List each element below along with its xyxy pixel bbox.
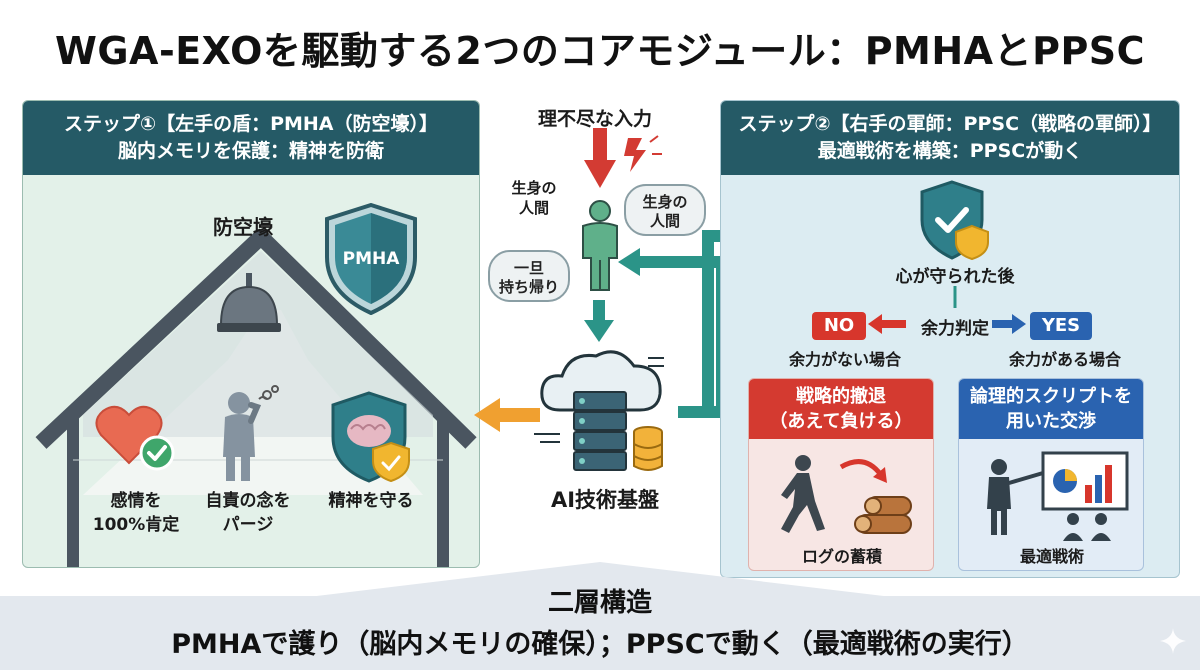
brain-shield-icon — [331, 391, 410, 483]
sparkle-icon — [1160, 628, 1186, 654]
shelter-label: 防空壕 — [213, 215, 273, 239]
person-icon — [582, 200, 618, 291]
item-affirm: 感情を 100%肯定 — [81, 489, 191, 537]
audience-icon — [1063, 513, 1111, 541]
footer-band — [0, 596, 1200, 670]
lightning-icon — [624, 138, 646, 172]
negotiation-title-line1: 論理的スクリプトを — [970, 386, 1132, 407]
item-protect-line1: 精神を守る — [328, 491, 414, 511]
human-label-line2: 人間 — [518, 199, 549, 217]
cloud-server-icon — [534, 350, 664, 471]
footer-peak — [300, 562, 900, 598]
no-caption: 余力がない場合 — [788, 350, 901, 369]
human-label-line1: 生身の — [511, 179, 557, 197]
lamp-icon — [217, 273, 281, 332]
left-panel-pmha: ステップ①【左手の盾：PMHA（防空壕）】 脳内メモリを保護：精神を防衛 PMH… — [22, 100, 480, 568]
judge-branch-arrows — [868, 286, 1026, 334]
heart-check-icon — [95, 405, 175, 471]
item-affirm-line2: 100%肯定 — [92, 515, 180, 535]
item-purge-line1: 自責の念を — [205, 491, 291, 511]
retreat-title-line2: （あえて負ける） — [769, 411, 913, 432]
negotiation-title-line2: 用いた交渉 — [1006, 411, 1096, 432]
logs-icon — [854, 496, 912, 534]
page-title: WGA-EXOを駆動する2つのコアモジュール：PMHAとPPSC — [54, 29, 1146, 73]
right-header-line1: ステップ②【右手の軍師：PPSC（戦略の軍師）】 — [738, 113, 1162, 135]
irrational-input-arrow — [584, 128, 662, 188]
left-panel-header: ステップ①【左手の盾：PMHA（防空壕）】 脳内メモリを保護：精神を防衛 — [23, 101, 479, 175]
yes-badge: YES — [1030, 312, 1092, 340]
footer-heading: 二層構造 — [547, 588, 652, 618]
retreat-title-line1: 戦略的撤退 — [796, 386, 886, 407]
yes-caption: 余力がある場合 — [1008, 350, 1121, 369]
bubble-human: 生身の 人間 — [624, 184, 706, 236]
right-panel-header: ステップ②【右手の軍師：PPSC（戦略の軍師）】 最適戦術を構築：PPSCが動く — [721, 101, 1179, 175]
retreat-card: 戦略的撤退 （あえて負ける） ログの蓄積 — [748, 378, 934, 571]
negotiation-caption: 最適戦術 — [1019, 547, 1084, 566]
item-purge-line2: パージ — [222, 515, 274, 535]
bubble-takehome-line1: 一旦 — [513, 259, 544, 277]
bubble-human-line2: 人間 — [649, 212, 680, 230]
retreat-caption: ログの蓄積 — [801, 547, 882, 566]
protected-shield-icon — [920, 180, 989, 260]
walking-person-icon — [781, 455, 825, 533]
negotiation-card: 論理的スクリプトを 用いた交渉 最適戦術 — [958, 378, 1144, 571]
shield-label: PMHA — [342, 249, 400, 269]
ai-platform-label: AI技術基盤 — [550, 488, 660, 512]
input-label: 理不尽な入力 — [537, 108, 652, 130]
left-header-line1: ステップ①【左手の盾：PMHA（防空壕）】 — [63, 113, 439, 135]
bubble-takehome: 一旦 持ち帰り — [488, 250, 570, 302]
judge-label: 余力判定 — [921, 319, 989, 339]
human-label: 生身の 人間 — [504, 178, 564, 218]
item-affirm-line1: 感情を — [110, 491, 162, 511]
retreat-card-header: 戦略的撤退 （あえて負ける） — [749, 379, 933, 439]
negotiation-card-header: 論理的スクリプトを 用いた交渉 — [959, 379, 1143, 439]
bubble-takehome-line2: 持ち帰り — [498, 278, 559, 296]
item-purge: 自責の念を パージ — [193, 489, 303, 537]
bubble-human-line1: 生身の — [642, 193, 688, 211]
sighing-person-icon — [223, 385, 279, 481]
footer-summary: PMHAで護り（脳内メモリの確保）；PPSCで動く（最適戦術の実行） — [171, 629, 1029, 660]
presentation-icon — [1041, 451, 1129, 511]
right-header-line2: 最適戦術を構築：PPSCが動く — [817, 140, 1083, 162]
item-protect: 精神を守る — [311, 489, 431, 513]
database-icon — [633, 426, 663, 471]
protected-label: 心が守られた後 — [895, 267, 1015, 287]
shield-icon — [325, 203, 417, 315]
no-badge: NO — [812, 312, 866, 340]
left-header-line2: 脳内メモリを保護：精神を防衛 — [117, 140, 384, 162]
